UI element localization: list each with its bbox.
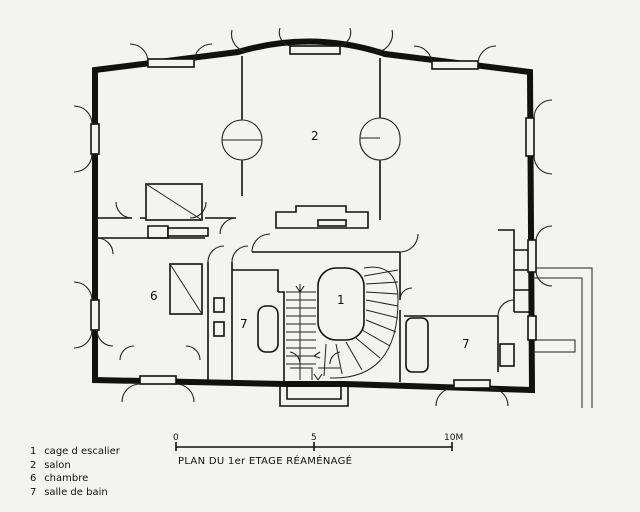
- room-number-salon: 2: [311, 129, 319, 143]
- legend: 1 cage d escalier 2 salon 6 chambre 7 sa…: [30, 445, 120, 499]
- legend-item: 6 chambre: [30, 472, 120, 486]
- legend-number: 2: [30, 459, 37, 471]
- legend-item: 2 salon: [30, 459, 120, 473]
- room-number-bathroom-east: 7: [462, 337, 470, 351]
- scale-tick-10m: 10M: [444, 433, 463, 443]
- legend-label: cage d escalier: [44, 446, 120, 457]
- scale-tick-0: 0: [173, 433, 179, 443]
- door-swings: [73, 27, 553, 407]
- room-number-staircase: 1: [337, 293, 345, 307]
- staircase: [286, 266, 399, 381]
- room-number-bathroom-west: 7: [240, 317, 248, 331]
- room-labels: 2 1 6 7 7: [150, 129, 470, 351]
- legend-label: salon: [44, 459, 71, 471]
- room-number-bedroom: 6: [150, 289, 158, 303]
- plan-title: PLAN DU 1er ETAGE RÉAMÉNAGÉ: [178, 456, 353, 467]
- legend-number: 6: [30, 473, 37, 484]
- scale-bar: 0 5 10M: [173, 433, 463, 451]
- legend-number: 7: [30, 486, 37, 498]
- interior-walls: [97, 56, 530, 384]
- scale-tick-5: 5: [311, 433, 317, 443]
- legend-item: 7 salle de bain: [30, 486, 120, 500]
- legend-label: salle de bain: [44, 486, 108, 498]
- legend-item: 1 cage d escalier: [30, 445, 120, 459]
- windows: [90, 45, 537, 389]
- legend-number: 1: [30, 446, 37, 457]
- legend-label: chambre: [44, 473, 89, 484]
